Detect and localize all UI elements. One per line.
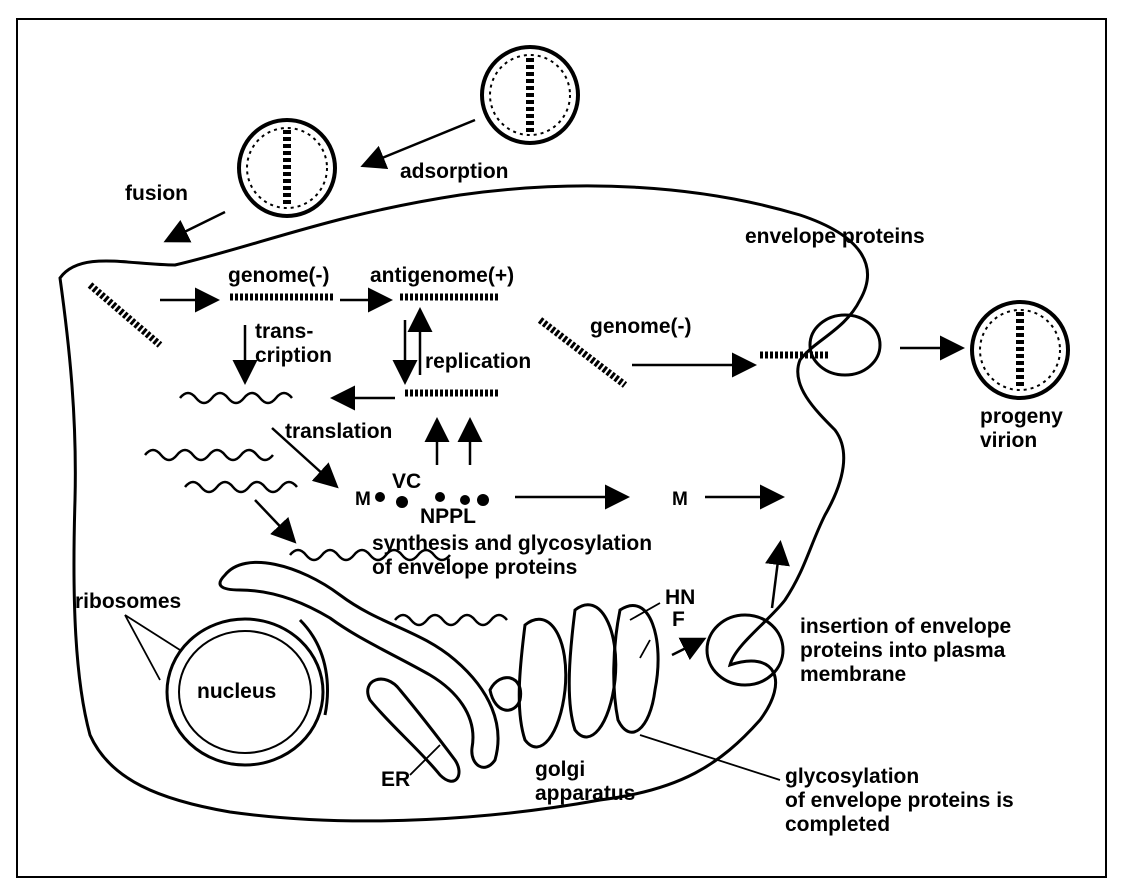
label-f: F: [672, 608, 685, 632]
label-genome-neg-1: genome(-): [228, 264, 330, 288]
label-adsorption: adsorption: [400, 160, 509, 184]
label-synthesis: synthesis and glycosylation of envelope …: [372, 532, 652, 580]
label-m-left: M: [355, 488, 371, 512]
virion-top: [482, 47, 578, 143]
label-hn: HN: [665, 586, 695, 610]
label-glycosylation-completed: glycosylation of envelope proteins is co…: [785, 765, 1014, 837]
golgi-stack-2: [569, 605, 616, 737]
transport-vesicle: [707, 615, 783, 685]
label-antigenome: antigenome(+): [370, 264, 514, 288]
golgi-stack-1: [519, 619, 566, 747]
golgi-vesicle: [490, 678, 521, 711]
label-transcription: trans- cription: [255, 320, 332, 368]
golgi-stack-3: [614, 605, 658, 732]
label-golgi: golgi apparatus: [535, 758, 635, 806]
label-nppl: NPPL: [420, 505, 476, 529]
label-m-right: M: [672, 488, 688, 512]
label-vc: VC: [392, 470, 421, 494]
label-fusion: fusion: [125, 182, 188, 206]
er-membrane-outer: [220, 562, 498, 767]
label-nucleus: nucleus: [197, 680, 276, 704]
label-ribosomes: ribosomes: [75, 590, 181, 614]
label-insertion: insertion of envelope proteins into plas…: [800, 615, 1011, 687]
er-membrane-inner: [368, 679, 459, 781]
label-progeny-virion: progeny virion: [980, 405, 1063, 453]
label-envelope-proteins: envelope proteins: [745, 225, 925, 249]
virion-fusion: [239, 120, 335, 216]
virion-progeny: [972, 302, 1068, 398]
budding-virion: [810, 315, 880, 375]
label-replication: replication: [425, 350, 531, 374]
label-er: ER: [381, 768, 410, 792]
label-translation: translation: [285, 420, 392, 444]
label-genome-neg-2: genome(-): [590, 315, 692, 339]
